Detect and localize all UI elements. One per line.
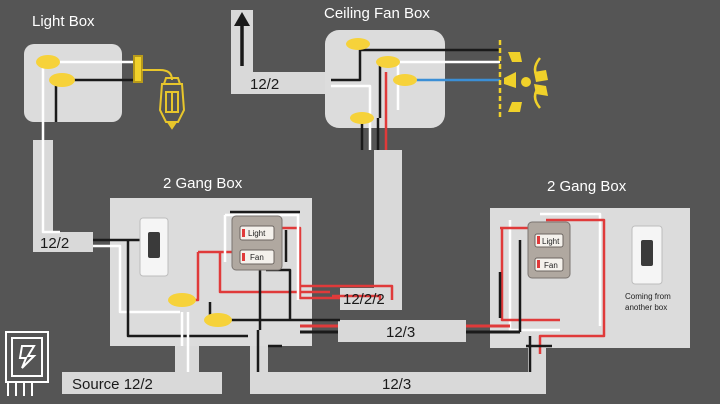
ceiling-fan-box-title: Ceiling Fan Box	[324, 5, 430, 22]
cable-label-gang-to-gang: 12/3	[386, 324, 415, 341]
cable-bottom-right-drop	[528, 346, 546, 394]
left-switch-plate	[139, 217, 169, 277]
wire-nuts	[36, 38, 417, 327]
gang-box-left-title: 2 Gang Box	[163, 175, 243, 192]
cable-12-3-middle	[338, 320, 466, 342]
wire-nut	[393, 74, 417, 86]
gang-box-right-title: 2 Gang Box	[547, 178, 627, 195]
wire-nut	[376, 56, 400, 68]
cable-122-label-strip	[340, 288, 402, 310]
cable-label-light-to-gang: 12/2	[40, 235, 69, 252]
cable-label-bottom-run: 12/3	[382, 376, 411, 393]
left-gang-red	[182, 232, 330, 302]
wall-lantern-icon	[133, 55, 186, 130]
left-gang-red-2	[280, 226, 340, 300]
cable-fan-out	[231, 72, 331, 94]
note-another-box: another box	[625, 303, 667, 312]
light-box-title: Light Box	[32, 13, 95, 30]
right-gang-red	[500, 218, 606, 354]
cable-fan-down	[374, 150, 402, 300]
cable-bottom-run	[250, 372, 546, 394]
cable-light-to-gang	[33, 232, 93, 252]
wire-nut	[346, 38, 370, 50]
left-dual-switch: Light Fan	[231, 215, 283, 271]
right-gang-white	[508, 212, 602, 332]
wire-nut	[204, 313, 232, 327]
wire-nut	[350, 112, 374, 124]
right-switch-light-label: Light	[542, 237, 560, 246]
left-gang-white	[180, 213, 300, 346]
right-dual-switch: Light Fan	[527, 221, 571, 279]
electrical-panel-icon	[5, 331, 49, 396]
light-white-wire	[41, 60, 136, 234]
wire-nut	[49, 73, 75, 87]
cable-label-fan-to-gang: 12/2/2	[343, 291, 385, 308]
up-arrow-icon	[234, 12, 250, 66]
right-switch-fan-label: Fan	[544, 261, 558, 270]
cable-label-source: Source 12/2	[72, 376, 153, 393]
fan-black-out	[331, 48, 500, 118]
ceiling-fan-icon	[498, 40, 548, 120]
note-coming-from: Coming from	[625, 292, 671, 301]
cable-label-fan-out: 12/2	[250, 76, 279, 93]
fan-down-to-gang	[300, 284, 394, 300]
right-switch-plate	[631, 225, 663, 285]
labels: Light Box Ceiling Fan Box 2 Gang Box 2 G…	[32, 5, 671, 393]
wire-nut	[36, 55, 60, 69]
left-switch-fan-label: Fan	[250, 253, 264, 262]
right-gang-black	[488, 240, 552, 372]
fan-white-out	[331, 60, 500, 150]
left-gang-feed-white	[93, 244, 180, 314]
left-switch-light-label: Light	[248, 229, 266, 238]
gang-ground-to-bottom	[256, 330, 282, 372]
wire-nut	[168, 293, 196, 307]
